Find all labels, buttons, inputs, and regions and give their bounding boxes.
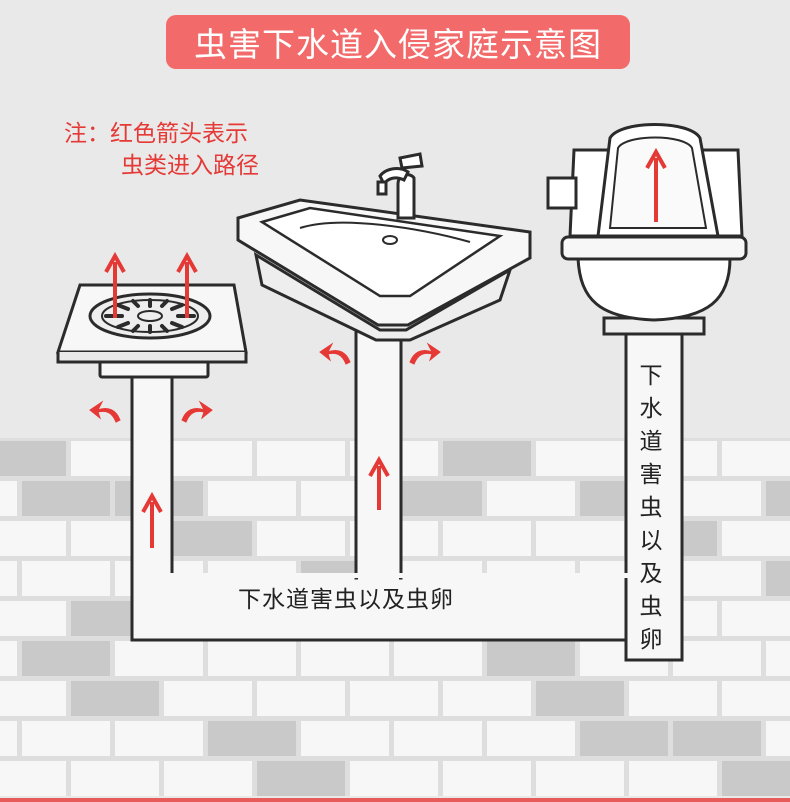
- brick: [301, 721, 389, 756]
- brick: [71, 681, 159, 716]
- brick: [208, 481, 296, 516]
- brick: [0, 641, 17, 676]
- arrow-up-icon: [645, 147, 667, 222]
- brick: [722, 441, 790, 476]
- brick: [536, 681, 624, 716]
- brick: [443, 761, 531, 796]
- curved-arrow-icon: [319, 342, 351, 365]
- brick: [673, 561, 761, 596]
- brick: [0, 441, 66, 476]
- brick: [487, 721, 575, 756]
- legend-note-line1: 注：红色箭头表示: [64, 121, 248, 147]
- brick: [350, 681, 438, 716]
- brick: [443, 681, 531, 716]
- brick: [0, 561, 17, 596]
- brick: [208, 641, 296, 676]
- insect-path-arrows: [89, 147, 667, 548]
- brick: [208, 721, 296, 756]
- brick: [164, 681, 252, 716]
- brick: [722, 681, 790, 716]
- brick: [766, 481, 790, 516]
- legend-note-line2: 虫类进入路径: [121, 153, 259, 179]
- brick: [580, 721, 668, 756]
- brick: [394, 641, 482, 676]
- brick: [115, 641, 203, 676]
- brick: [22, 721, 110, 756]
- horizontal-pipe-label: 下水道害虫以及虫卵: [238, 587, 454, 613]
- brick: [164, 441, 252, 476]
- brick: [487, 641, 575, 676]
- brick: [301, 641, 389, 676]
- brick: [0, 601, 66, 636]
- legend-note: 注：红色箭头表示 虫类进入路径: [64, 118, 259, 182]
- brick: [394, 721, 482, 756]
- basin-pipe: [354, 328, 403, 580]
- arrow-up-icon: [141, 491, 163, 548]
- arrow-up-icon: [104, 251, 126, 318]
- toilet: [546, 123, 748, 336]
- brick: [115, 721, 203, 756]
- brick: [487, 481, 575, 516]
- brick: [350, 761, 438, 796]
- brick: [673, 641, 761, 676]
- brick: [22, 561, 110, 596]
- brick: [722, 601, 790, 636]
- brick: [766, 641, 790, 676]
- pipe-network: [130, 328, 684, 662]
- brick: [0, 681, 66, 716]
- brick: [257, 761, 345, 796]
- vertical-pipe-label: 下水道害虫以及虫卵: [639, 363, 663, 653]
- floor-drain: [55, 283, 248, 379]
- pipe-join: [628, 575, 638, 638]
- brick: [71, 761, 159, 796]
- brick: [673, 481, 761, 516]
- title-banner: 虫害下水道入侵家庭示意图: [166, 15, 630, 69]
- brick: [257, 521, 345, 556]
- brick: [536, 761, 624, 796]
- brick: [0, 761, 66, 796]
- brick: [766, 721, 790, 756]
- brick: [443, 441, 531, 476]
- brick: [722, 761, 790, 796]
- brick: [22, 481, 110, 516]
- brick: [536, 521, 624, 556]
- brick: [766, 561, 790, 596]
- brick: [443, 521, 531, 556]
- arrow-up-icon: [176, 251, 198, 318]
- bottom-border: [0, 798, 790, 802]
- brick: [257, 681, 345, 716]
- brick: [394, 481, 482, 516]
- brick: [257, 441, 345, 476]
- brick: [0, 521, 66, 556]
- brick: [164, 521, 252, 556]
- brick: [673, 721, 761, 756]
- curved-arrow-icon: [89, 400, 121, 423]
- curved-arrow-icon: [409, 342, 441, 365]
- brick: [536, 441, 624, 476]
- pipe-join: [358, 572, 399, 580]
- brick: [0, 721, 17, 756]
- brick: [164, 761, 252, 796]
- brick: [722, 521, 790, 556]
- brick: [629, 761, 717, 796]
- washbasin: [236, 152, 532, 342]
- brick: [629, 681, 717, 716]
- brick: [22, 641, 110, 676]
- curved-arrow-icon: [181, 400, 213, 423]
- arrow-up-icon: [368, 455, 390, 510]
- page-title: 虫害下水道入侵家庭示意图: [194, 25, 602, 64]
- brick: [0, 481, 17, 516]
